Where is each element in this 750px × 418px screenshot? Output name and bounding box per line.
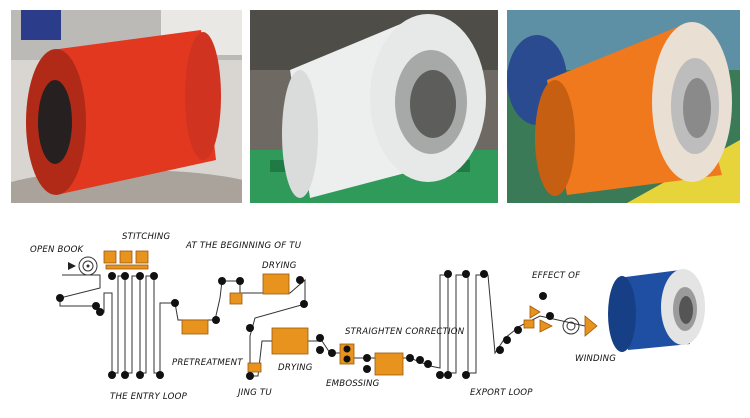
label-winding: WINDING xyxy=(575,354,616,364)
finished-coil-icon xyxy=(608,269,705,352)
drying-oven-top xyxy=(262,273,290,295)
label-drying-bottom: DRYING xyxy=(278,363,313,373)
drying-oven-bottom xyxy=(271,327,309,355)
straightener-box xyxy=(374,352,404,376)
label-embossing: EMBOSSING xyxy=(326,379,380,389)
stitching-machine xyxy=(103,250,149,270)
pretreatment-tank xyxy=(181,319,209,335)
label-jing-tu: JING TU xyxy=(236,388,272,398)
steel-strip-path xyxy=(59,274,586,377)
label-effect: EFFECT OF xyxy=(532,271,581,281)
label-beginning: AT THE BEGINNING OF TU xyxy=(185,241,302,251)
embossing-unit xyxy=(339,343,355,365)
coating-line-diagram: OPEN BOOK STITCHING AT THE BEGINNING OF … xyxy=(30,232,705,402)
white-coil-photo xyxy=(250,10,498,203)
shear-unit xyxy=(523,305,553,333)
red-coil-photo xyxy=(11,10,242,203)
label-stitching: STITCHING xyxy=(122,232,171,242)
label-entry-loop: THE ENTRY LOOP xyxy=(110,392,188,402)
orange-coil-photo xyxy=(507,10,740,203)
guide-rolls xyxy=(56,270,554,380)
label-straighten: STRAIGHTEN CORRECTION xyxy=(345,327,465,337)
label-drying-top: DRYING xyxy=(262,261,297,271)
finish-coater xyxy=(247,362,262,373)
uncoiler-icon xyxy=(68,256,98,276)
label-open-book: OPEN BOOK xyxy=(30,245,85,255)
recoiler-icon xyxy=(562,315,598,337)
primer-coater xyxy=(229,292,243,305)
label-pretreatment: PRETREATMENT xyxy=(172,358,243,368)
label-export-loop: EXPORT LOOP xyxy=(470,388,533,398)
